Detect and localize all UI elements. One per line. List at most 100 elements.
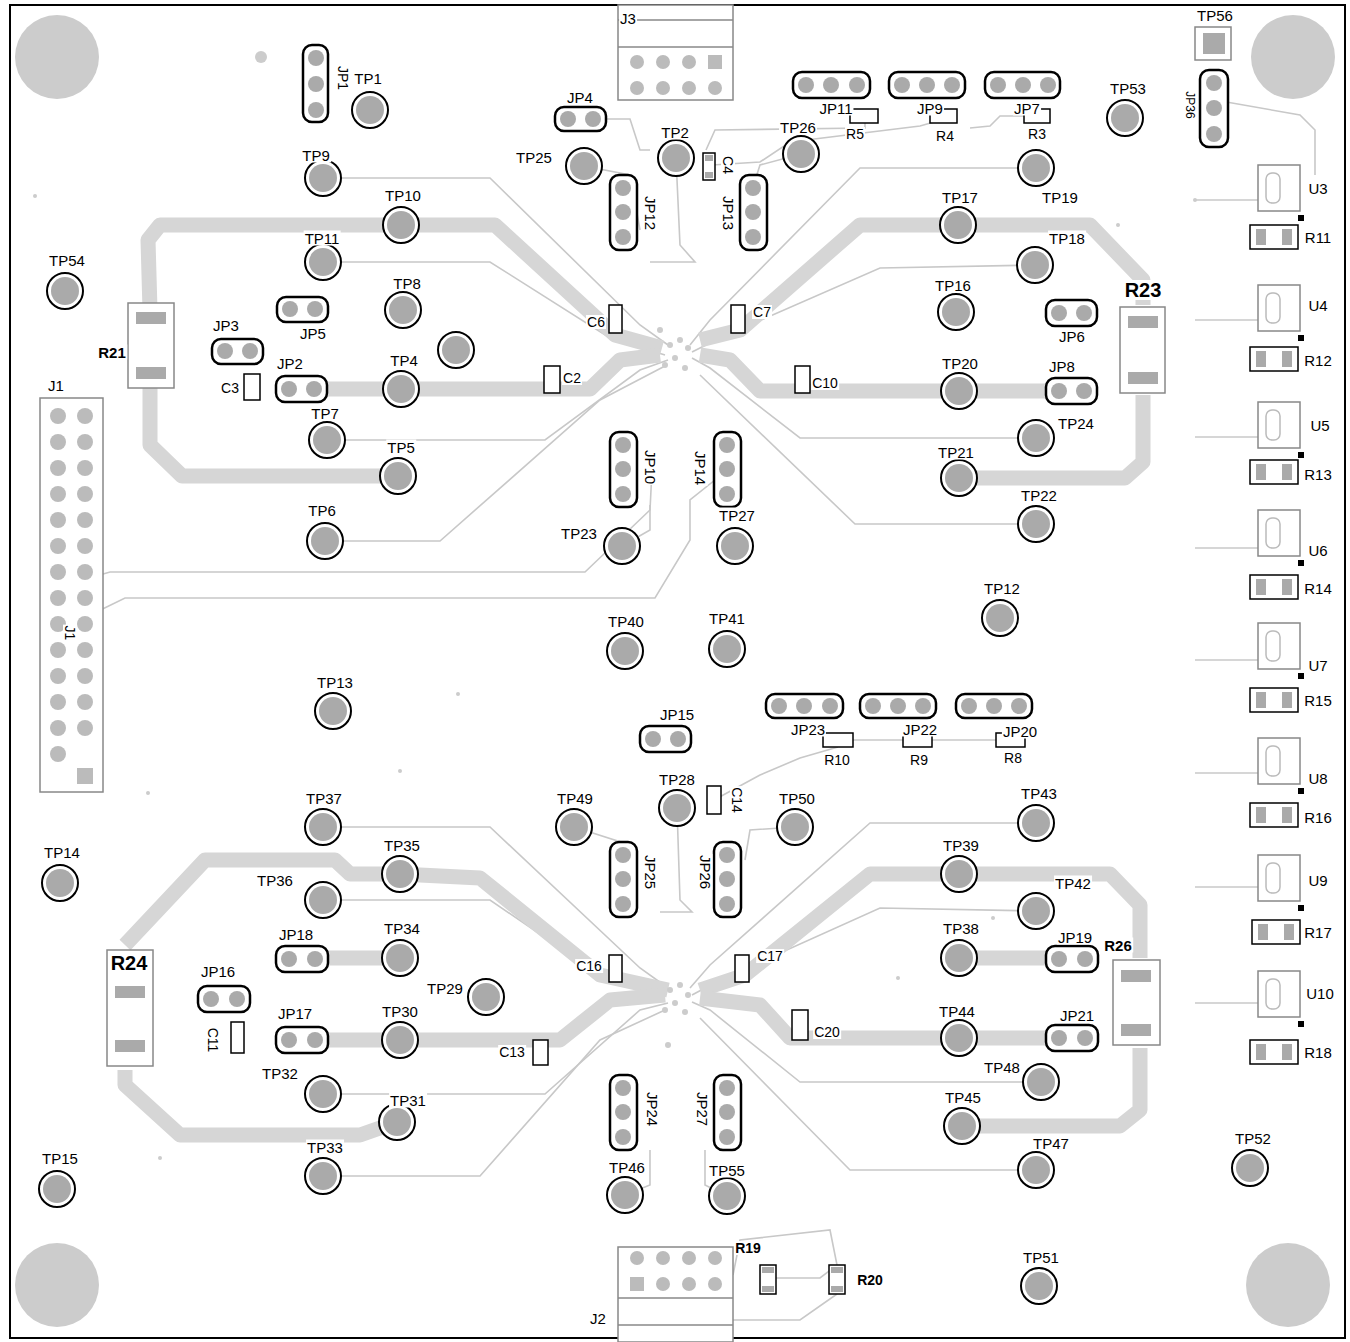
- designator-label: C6: [586, 315, 606, 329]
- designator-label: R3: [1027, 127, 1047, 141]
- designator-label: R5: [845, 127, 865, 141]
- designator-label: JP15: [659, 707, 695, 722]
- designator-label: U3: [1307, 181, 1328, 196]
- designator-label: JP6: [1058, 329, 1086, 344]
- designator-label: JP2: [276, 356, 304, 371]
- designator-label: R19: [734, 1241, 762, 1255]
- designator-label: JP1: [336, 65, 350, 91]
- designator-label: U6: [1307, 543, 1328, 558]
- designator-label: TP47: [1032, 1136, 1070, 1151]
- designator-label: TP4: [389, 353, 419, 368]
- designator-label: C3: [220, 381, 240, 395]
- designator-label: TP12: [983, 581, 1021, 596]
- designator-label: TP2: [660, 125, 690, 140]
- designator-label: TP17: [941, 190, 979, 205]
- designator-label: TP27: [718, 508, 756, 523]
- designator-label: TP37: [305, 791, 343, 806]
- designator-label: TP30: [381, 1004, 419, 1019]
- designator-label: TP34: [383, 921, 421, 936]
- designator-label: JP21: [1059, 1008, 1095, 1023]
- designator-label: JP23: [790, 722, 826, 737]
- designator-label: TP33: [306, 1140, 344, 1155]
- designator-label: R4: [935, 129, 955, 143]
- designator-label: JP27: [695, 1091, 710, 1127]
- designator-label: JP22: [902, 722, 938, 737]
- designator-label: J3: [619, 11, 637, 26]
- designator-label: C10: [811, 376, 839, 390]
- designator-label: TP44: [938, 1004, 976, 1019]
- designator-label: R15: [1303, 693, 1333, 708]
- designator-label: U7: [1307, 658, 1328, 673]
- designator-label: TP51: [1022, 1250, 1060, 1265]
- designator-label: TP26: [779, 120, 817, 135]
- designator-label: TP10: [384, 188, 422, 203]
- designator-label: TP19: [1041, 190, 1079, 205]
- designator-label: TP22: [1020, 488, 1058, 503]
- designator-label: U10: [1305, 986, 1335, 1001]
- designator-label: JP11: [818, 101, 853, 116]
- designator-label: C4: [721, 155, 735, 175]
- designator-label: R16: [1303, 810, 1333, 825]
- designator-label: TP11: [304, 231, 341, 246]
- designator-label: JP25: [643, 854, 658, 890]
- designator-label: TP14: [43, 845, 81, 860]
- designator-label: JP16: [200, 964, 236, 979]
- designator-label: TP56: [1196, 8, 1234, 23]
- designator-label: U8: [1307, 771, 1328, 786]
- designator-label: TP35: [383, 838, 421, 853]
- designator-label: R20: [856, 1273, 884, 1287]
- designator-label: JP7: [1013, 101, 1041, 116]
- designator-label: TP5: [386, 440, 416, 455]
- designator-label: C17: [756, 949, 784, 963]
- designator-label: TP36: [256, 873, 294, 888]
- designator-label: C16: [575, 959, 603, 973]
- designator-label: TP48: [983, 1060, 1021, 1075]
- designator-label: TP53: [1109, 81, 1147, 96]
- designator-label: C20: [813, 1025, 841, 1039]
- designator-label: TP25: [515, 150, 553, 165]
- designator-label: TP21: [937, 445, 975, 460]
- designator-label: TP6: [307, 503, 337, 518]
- designator-label: TP39: [942, 838, 980, 853]
- designator-label: JP20: [1002, 724, 1038, 739]
- designator-label: TP20: [941, 356, 979, 371]
- designator-label: TP24: [1057, 416, 1095, 431]
- designator-label: TP1: [353, 71, 383, 86]
- designator-label: C7: [752, 305, 772, 319]
- designator-label: TP45: [944, 1090, 982, 1105]
- designator-label: R10: [823, 753, 851, 767]
- designator-label: R21: [97, 345, 127, 360]
- designator-label: R8: [1003, 751, 1023, 765]
- designator-label: J2: [589, 1311, 607, 1326]
- designator-label: TP50: [778, 791, 816, 806]
- designator-label: JP14: [693, 450, 708, 486]
- designator-label: C13: [498, 1045, 526, 1059]
- designator-label: JP24: [645, 1091, 660, 1127]
- designator-label: R17: [1303, 925, 1333, 940]
- designator-label: JP17: [277, 1006, 313, 1021]
- designator-label: R11: [1304, 230, 1332, 245]
- designator-label: TP9: [301, 148, 331, 163]
- designator-label: TP15: [41, 1151, 79, 1166]
- designator-label: JP36: [1184, 90, 1196, 119]
- designator-label: TP40: [607, 614, 645, 629]
- designator-label: TP54: [48, 253, 86, 268]
- designator-label: JP5: [299, 326, 327, 341]
- designator-label: TP29: [426, 981, 464, 996]
- designator-label: R24: [110, 953, 149, 973]
- designator-label: JP19: [1057, 930, 1093, 945]
- designator-label: JP4: [566, 90, 594, 105]
- designator-label: TP32: [261, 1066, 299, 1081]
- designator-label: TP49: [556, 791, 594, 806]
- designator-label: R12: [1303, 353, 1333, 368]
- designator-label: U9: [1307, 873, 1328, 888]
- designator-label: TP42: [1054, 876, 1092, 891]
- designator-label: U4: [1307, 298, 1328, 313]
- designator-label: U5: [1309, 418, 1330, 433]
- designator-label: R18: [1303, 1045, 1333, 1060]
- designator-label: TP38: [942, 921, 980, 936]
- designator-label: JP9: [916, 101, 944, 116]
- designator-label: R23: [1124, 280, 1163, 300]
- designator-label: TP31: [389, 1093, 427, 1108]
